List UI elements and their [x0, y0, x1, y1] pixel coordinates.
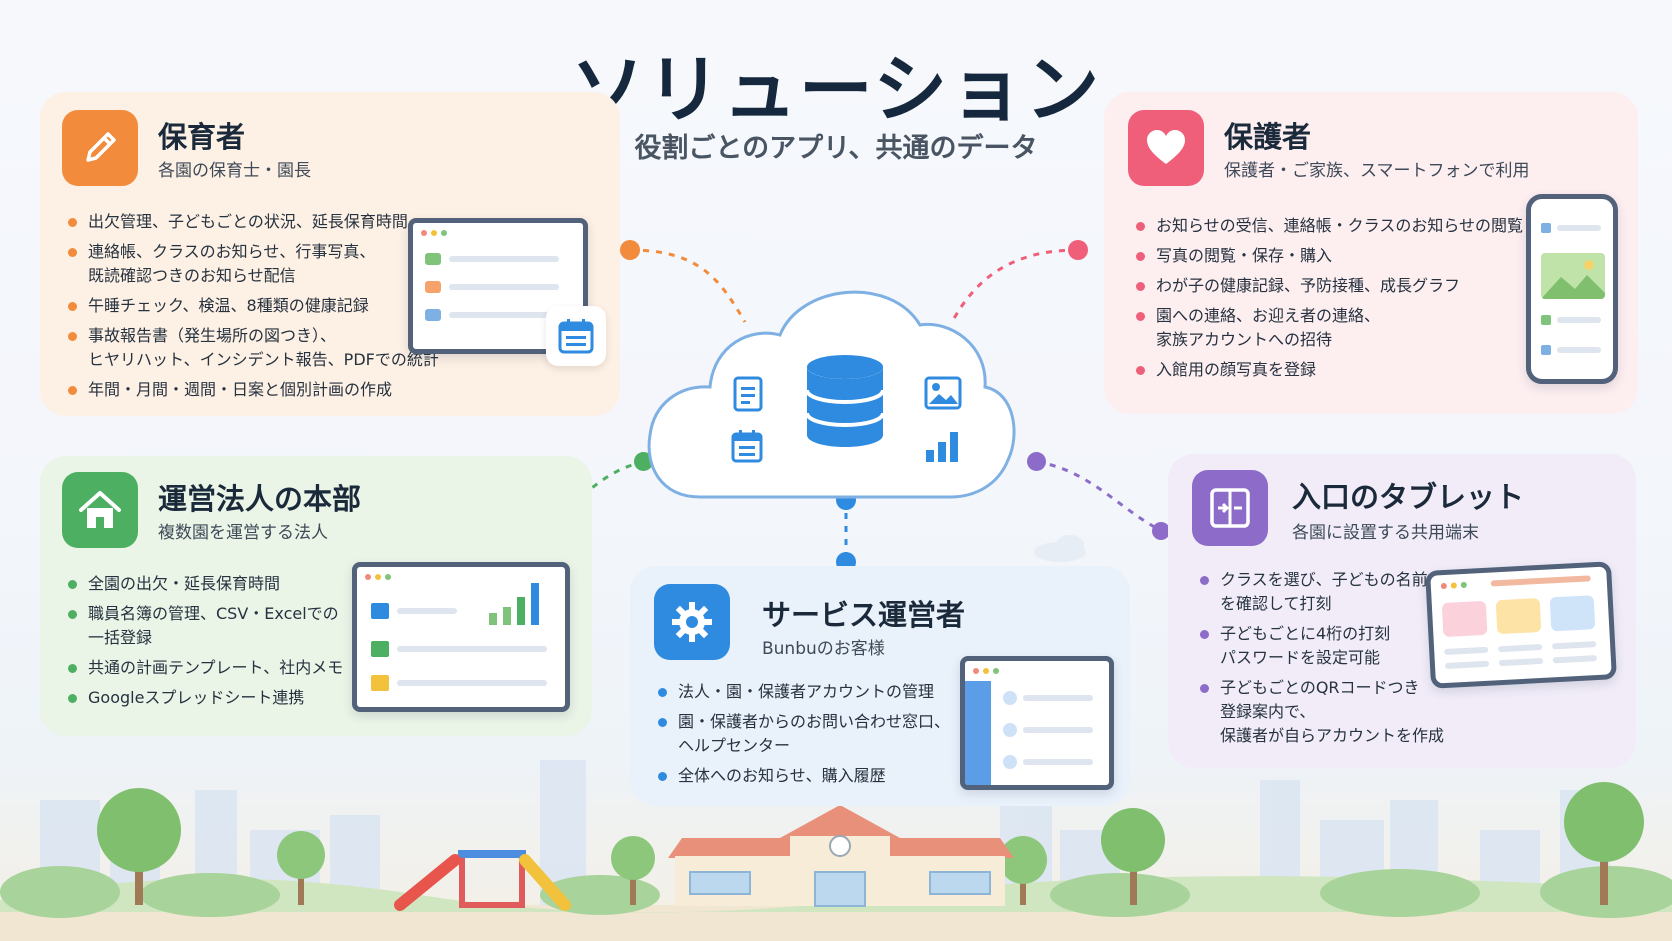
list-item: わが子の健康記録、予防接種、成長グラフ — [1134, 274, 1523, 298]
connector-dot-pink — [1068, 240, 1088, 260]
list-item: 園・保護者からのお問い合わせ窓口、ヘルプセンター — [656, 710, 950, 758]
list-item: 全園の出欠・延長保育時間 — [66, 572, 343, 596]
smartphone-mockup — [1526, 194, 1618, 384]
gear-icon — [654, 584, 730, 660]
heart-icon — [1128, 110, 1204, 186]
list-item: 子どもごとに4桁の打刻パスワードを設定可能 — [1198, 622, 1444, 670]
list-item: 入館用の顔写真を登録 — [1134, 358, 1523, 382]
list-item: 写真の閲覧・保存・購入 — [1134, 244, 1523, 268]
card-subtitle: 各園の保育士・園長 — [158, 161, 311, 181]
calendar-icon — [730, 428, 764, 464]
image-icon — [924, 376, 962, 410]
card-title: 入口のタブレット — [1292, 480, 1525, 514]
list-item: 共通の計画テンプレート、社内メモ — [66, 656, 343, 680]
list-item: 事故報告書（発生場所の図つき）、ヒヤリハット、インシデント報告、PDFでの統計 — [66, 324, 439, 372]
list-item: 連絡帳、クラスのお知らせ、行事写真、既読確認つきのお知らせ配信 — [66, 240, 439, 288]
bar-chart-icon — [924, 428, 962, 464]
page-title: ソリューション — [570, 47, 1102, 133]
connector-dot-purple — [1027, 452, 1046, 471]
database-icon — [804, 353, 886, 449]
card-subtitle: Bunbuのお客様 — [762, 639, 885, 659]
document-icon — [732, 375, 764, 413]
admin-mockup — [960, 656, 1114, 790]
card-title: 保育者 — [158, 120, 246, 154]
list-item: 全体へのお知らせ、購入履歴 — [656, 764, 950, 788]
feature-list: お知らせの受信、連絡帳・クラスのお知らせの閲覧 写真の閲覧・保存・購入 わが子の… — [1134, 214, 1523, 388]
connector-dot-purple-end — [1152, 522, 1170, 540]
list-item: 出欠管理、子どもごとの状況、延長保育時間 — [66, 210, 439, 234]
pencil-icon — [62, 110, 138, 186]
list-item: 職員名簿の管理、CSV・Excelでの一括登録 — [66, 602, 343, 650]
house-icon — [62, 472, 138, 548]
card-title: 運営法人の本部 — [158, 482, 362, 516]
list-item: クラスを選び、子どもの名前を確認して打刻 — [1198, 568, 1444, 616]
connector-dot-orange — [620, 240, 640, 260]
list-item: 園への連絡、お迎え者の連絡、家族アカウントへの招待 — [1134, 304, 1523, 352]
list-item: 年間・月間・週間・日案と個別計画の作成 — [66, 378, 439, 402]
entrance-icon — [1192, 470, 1268, 546]
card-title: サービス運営者 — [762, 598, 966, 632]
card-subtitle: 保護者・ご家族、スマートフォンで利用 — [1224, 161, 1530, 181]
list-item: 午睡チェック、検温、8種類の健康記録 — [66, 294, 439, 318]
connector-dot-green — [634, 452, 653, 471]
feature-list: 出欠管理、子どもごとの状況、延長保育時間 連絡帳、クラスのお知らせ、行事写真、既… — [66, 210, 439, 408]
calendar-icon — [546, 306, 606, 366]
feature-list: クラスを選び、子どもの名前を確認して打刻 子どもごとに4桁の打刻パスワードを設定… — [1198, 568, 1444, 754]
card-title: 保護者 — [1224, 120, 1312, 154]
page-subtitle: 役割ごとのアプリ、共通のデータ — [634, 133, 1038, 164]
list-item: Googleスプレッドシート連携 — [66, 686, 343, 710]
dashboard-mockup — [352, 562, 570, 712]
feature-list: 全園の出欠・延長保育時間 職員名簿の管理、CSV・Excelでの一括登録 共通の… — [66, 572, 343, 716]
feature-list: 法人・園・保護者アカウントの管理 園・保護者からのお問い合わせ窓口、ヘルプセンタ… — [656, 680, 950, 794]
list-item: お知らせの受信、連絡帳・クラスのお知らせの閲覧 — [1134, 214, 1523, 238]
tablet-mockup — [1425, 561, 1617, 689]
list-item: 子どもごとのQRコードつき登録案内で、保護者が自らアカウントを作成 — [1198, 676, 1444, 748]
card-subtitle: 各園に設置する共用端末 — [1292, 523, 1479, 543]
card-subtitle: 複数園を運営する法人 — [158, 523, 328, 543]
list-item: 法人・園・保護者アカウントの管理 — [656, 680, 950, 704]
